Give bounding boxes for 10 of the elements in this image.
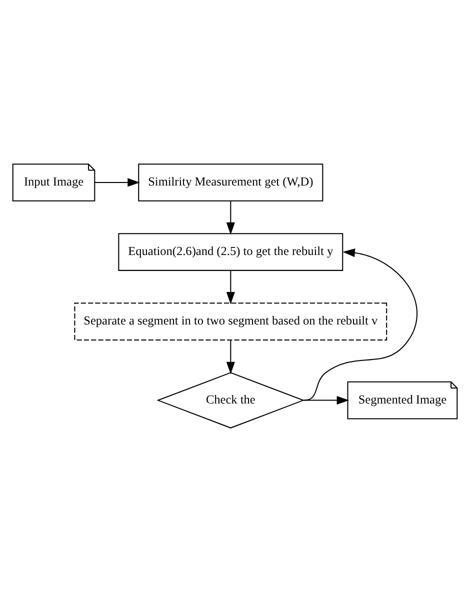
arrow <box>226 201 235 235</box>
node-box: Similrity Measurement get (W,D) <box>138 164 324 202</box>
arrow <box>226 340 235 374</box>
node-diamond: Check the <box>156 372 305 428</box>
node-box: Equation(2.6)and (2.5) to get the rebuilt y <box>118 233 344 271</box>
arrow <box>304 248 418 401</box>
node-box: Separate a segment in to two segment based on the rebuilt v <box>74 302 388 340</box>
arrow <box>94 178 140 187</box>
arrow <box>303 396 350 405</box>
arrow <box>226 270 235 304</box>
